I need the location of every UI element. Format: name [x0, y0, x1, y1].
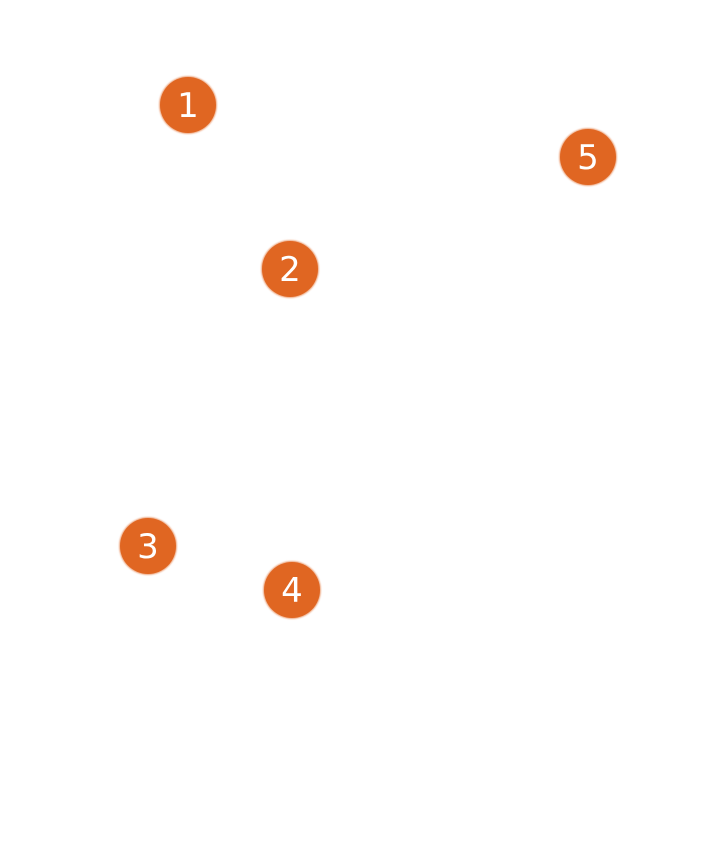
marker-4[interactable]: 4: [264, 562, 320, 618]
marker-label: 5: [577, 137, 599, 178]
marker-1[interactable]: 1: [160, 77, 216, 133]
marker-label: 4: [281, 570, 303, 611]
marker-2[interactable]: 2: [262, 241, 318, 297]
marker-label: 3: [137, 526, 159, 567]
marker-label: 2: [279, 249, 301, 290]
marker-5[interactable]: 5: [560, 129, 616, 185]
marker-label: 1: [177, 85, 199, 126]
marker-3[interactable]: 3: [120, 518, 176, 574]
